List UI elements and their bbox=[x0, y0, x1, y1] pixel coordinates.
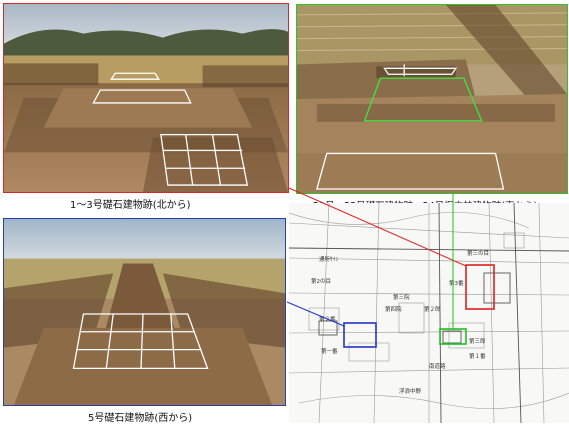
caption-north: 1～3号礎石建物跡(北から) bbox=[70, 200, 191, 211]
map-highlight-green bbox=[439, 328, 467, 345]
photo-buildings-1-3-north bbox=[3, 3, 289, 193]
map-highlight-blue bbox=[343, 322, 377, 348]
map-label: 第2の目 bbox=[311, 277, 331, 285]
map-label: 浮浪中野 bbox=[399, 387, 422, 395]
map-label: 第一番 bbox=[321, 347, 338, 355]
site-plan-map: 通所ｻｲﾝ 第三の目 第2の目 第3番 第２番 第三院 第四院 第２郎 第三郎 … bbox=[289, 203, 569, 423]
map-label: 南道路 bbox=[429, 362, 446, 370]
map-label: 第三郎 bbox=[469, 337, 486, 345]
map-label: 第三院 bbox=[393, 293, 410, 301]
photo-building-5-west bbox=[3, 218, 286, 406]
photo-buildings-20-23-24-east bbox=[296, 4, 568, 194]
map-label: 第２番 bbox=[319, 315, 336, 323]
map-label: 第三の目 bbox=[467, 249, 489, 257]
caption-west: 5号礎石建物跡(西から) bbox=[88, 413, 193, 424]
excavation-photo-east bbox=[297, 5, 567, 193]
excavation-photo-west bbox=[4, 219, 285, 405]
site-plan-drawing: 通所ｻｲﾝ 第三の目 第2の目 第3番 第２番 第三院 第四院 第２郎 第三郎 … bbox=[289, 203, 569, 423]
map-highlight-red bbox=[465, 264, 495, 310]
map-label: 第四院 bbox=[385, 305, 402, 313]
excavation-photo-north bbox=[4, 4, 288, 192]
map-label: 第3番 bbox=[449, 279, 464, 287]
map-label: 第２郎 bbox=[424, 305, 441, 313]
map-label: 第１番 bbox=[469, 352, 486, 360]
map-label: 通所ｻｲﾝ bbox=[319, 255, 339, 263]
